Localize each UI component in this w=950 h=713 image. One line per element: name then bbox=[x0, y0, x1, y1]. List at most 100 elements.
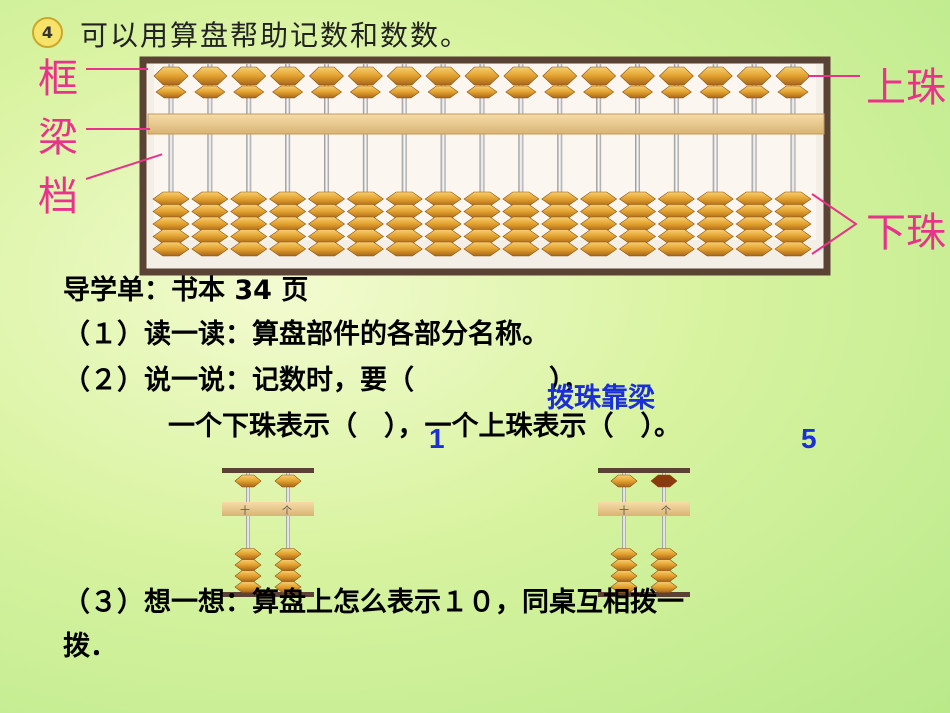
bead bbox=[658, 66, 694, 86]
abacus-a-tens-label: 十 bbox=[240, 506, 250, 517]
bead bbox=[231, 66, 267, 86]
bead bbox=[618, 241, 657, 257]
bead bbox=[234, 474, 262, 488]
bead bbox=[274, 548, 302, 560]
answer-blank-2: 1 bbox=[429, 423, 445, 454]
answer-blank-3: 5 bbox=[801, 423, 817, 454]
bead bbox=[272, 85, 304, 99]
bead bbox=[385, 241, 423, 257]
bead bbox=[427, 85, 459, 99]
bead bbox=[697, 66, 733, 86]
bead bbox=[386, 66, 422, 86]
bead bbox=[234, 559, 262, 571]
bead bbox=[581, 66, 617, 86]
abacus-rod bbox=[622, 473, 626, 592]
bead bbox=[194, 85, 226, 99]
bead bbox=[388, 85, 420, 99]
bead bbox=[307, 241, 346, 257]
bead bbox=[502, 241, 540, 257]
label-rod: 档 bbox=[38, 174, 78, 220]
question-2-line-1: （２）说一说：记数时，要（ ）， bbox=[63, 365, 590, 396]
abacus-beam bbox=[598, 502, 690, 516]
bead bbox=[777, 85, 809, 99]
bead bbox=[152, 241, 190, 257]
bracket-lower-bead bbox=[811, 193, 858, 255]
abacus-rod bbox=[324, 64, 329, 240]
bead bbox=[696, 241, 734, 257]
abacus-rod bbox=[440, 64, 446, 240]
bead bbox=[233, 85, 265, 99]
pointer-beam bbox=[86, 128, 150, 130]
bead bbox=[738, 85, 770, 99]
abacus-rod bbox=[557, 64, 563, 240]
bead bbox=[505, 85, 537, 99]
bead bbox=[503, 66, 539, 86]
bead bbox=[346, 241, 384, 257]
question-3-line-1: （３）想一想：算盘上怎么表示１０，同桌互相拨一 bbox=[63, 587, 684, 618]
bead bbox=[580, 241, 618, 257]
bead bbox=[269, 241, 307, 257]
abacus-rod bbox=[168, 64, 174, 240]
bead bbox=[425, 66, 461, 86]
abacus-beam bbox=[222, 502, 314, 516]
bead bbox=[650, 559, 678, 571]
abacus-b-ones-label: 个 bbox=[661, 506, 671, 517]
guide-heading: 导学单：书本 34 页 bbox=[63, 275, 309, 306]
label-frame: 框 bbox=[38, 56, 78, 102]
abacus-frame-bar bbox=[598, 592, 690, 597]
question-1: （１）读一读：算盘部件的各部分名称。 bbox=[63, 319, 549, 350]
bead bbox=[191, 241, 229, 257]
bead bbox=[310, 85, 343, 99]
bead bbox=[650, 474, 678, 488]
label-upper-bead: 上珠 bbox=[866, 65, 946, 111]
bead bbox=[234, 548, 262, 560]
bead bbox=[650, 548, 678, 560]
bead bbox=[610, 548, 638, 560]
abacus-rod bbox=[401, 64, 407, 240]
abacus-rod bbox=[673, 64, 679, 240]
abacus-rod bbox=[207, 64, 213, 240]
bead bbox=[466, 85, 498, 99]
bead bbox=[153, 66, 189, 86]
item-number-badge: 4 bbox=[32, 17, 63, 48]
bead bbox=[541, 241, 579, 257]
bead bbox=[192, 66, 228, 86]
bead bbox=[621, 85, 654, 99]
abacus-rod bbox=[479, 64, 485, 240]
abacus-rod bbox=[635, 64, 640, 240]
answer-blank-1: 拨珠靠梁 bbox=[547, 383, 655, 413]
label-lower-bead: 下珠 bbox=[866, 210, 946, 256]
bead bbox=[735, 241, 773, 257]
abacus-rod bbox=[662, 473, 666, 592]
abacus-rod bbox=[518, 64, 524, 240]
bead bbox=[699, 85, 731, 99]
small-abacus-pair bbox=[222, 468, 690, 597]
abacus-rod bbox=[712, 64, 718, 240]
pointer-upper-bead bbox=[808, 75, 860, 77]
bead bbox=[155, 85, 187, 99]
slide-title: 可以用算盘帮助记数和数数。 bbox=[80, 19, 471, 52]
bead bbox=[610, 474, 638, 488]
abacus-rod bbox=[246, 473, 250, 592]
bead bbox=[736, 66, 772, 86]
bead bbox=[542, 66, 578, 86]
bead bbox=[270, 66, 306, 86]
abacus-frame-bar bbox=[222, 592, 314, 597]
abacus-rod bbox=[751, 64, 757, 240]
bead bbox=[620, 66, 655, 86]
abacus-rod bbox=[790, 64, 796, 240]
pointer-frame bbox=[86, 68, 148, 70]
bead bbox=[464, 66, 500, 86]
question-3-line-2: 拨． bbox=[63, 631, 117, 662]
question-2-line-2: 一个下珠表示（ ），一个上珠表示（ ）。 bbox=[168, 411, 681, 442]
bead bbox=[309, 66, 344, 86]
bead bbox=[774, 241, 812, 257]
bead bbox=[657, 241, 695, 257]
abacus-illustration bbox=[139, 56, 831, 276]
abacus-a-ones-label: 个 bbox=[282, 506, 292, 517]
abacus-frame-bar bbox=[222, 468, 314, 473]
abacus-rod bbox=[246, 64, 252, 240]
label-beam: 梁 bbox=[38, 115, 78, 161]
abacus-rod bbox=[286, 473, 290, 592]
bead bbox=[583, 85, 615, 99]
